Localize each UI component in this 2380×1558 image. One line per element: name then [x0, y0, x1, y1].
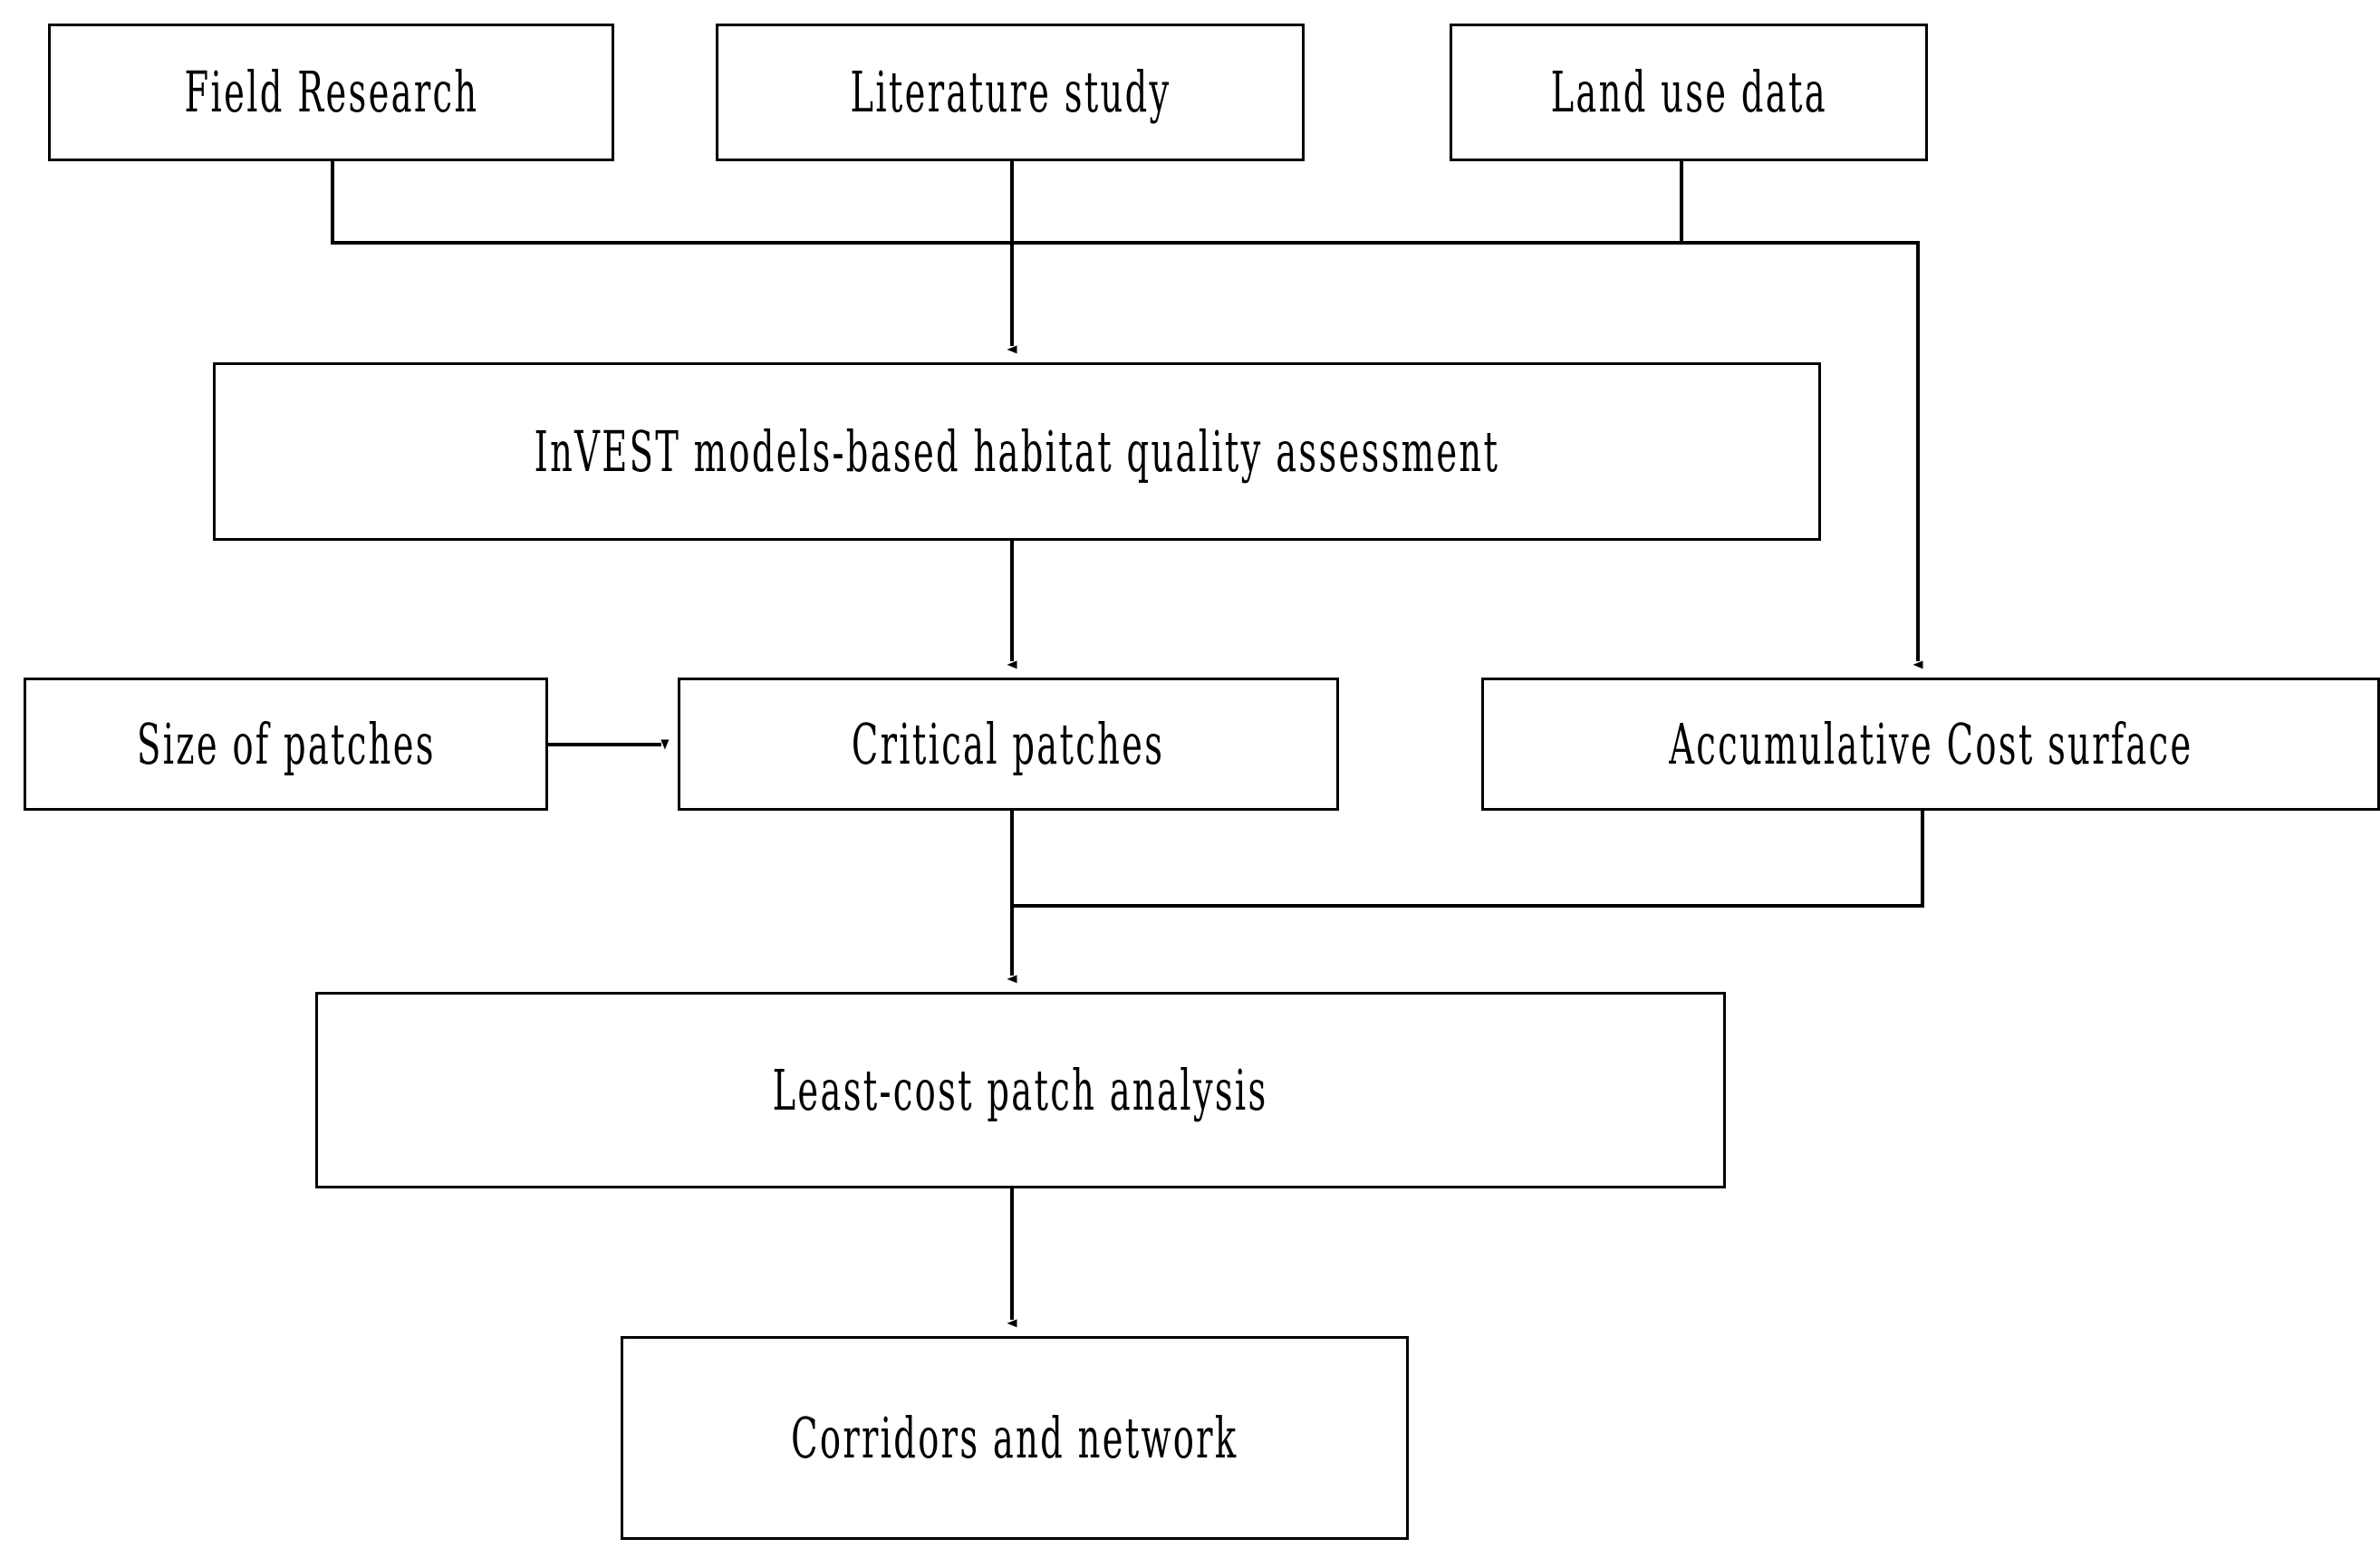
node-least-cost-label: Least-cost patch analysis [773, 1056, 1268, 1123]
node-critical-patches-label: Critical patches [852, 710, 1165, 777]
node-literature-study[interactable]: Literature study [716, 24, 1305, 161]
node-invest-assessment[interactable]: InVEST models-based habitat quality asse… [213, 362, 1821, 541]
node-field-research-label: Field Research [184, 59, 478, 126]
node-critical-patches[interactable]: Critical patches [678, 678, 1339, 811]
node-corridors-label: Corridors and network [791, 1404, 1238, 1471]
node-cost-surface-label: Accumulative Cost surface [1668, 710, 2193, 777]
node-size-of-patches[interactable]: Size of patches [24, 678, 548, 811]
node-size-of-patches-label: Size of patches [136, 710, 436, 777]
node-invest-assessment-label: InVEST models-based habitat quality asse… [534, 418, 1500, 485]
node-land-use-data[interactable]: Land use data [1450, 24, 1928, 161]
node-land-use-data-label: Land use data [1550, 59, 1827, 126]
node-literature-study-label: Literature study [849, 59, 1171, 126]
node-field-research[interactable]: Field Research [48, 24, 614, 161]
node-corridors[interactable]: Corridors and network [621, 1336, 1409, 1540]
node-least-cost[interactable]: Least-cost patch analysis [315, 992, 1726, 1188]
edge-cost-surface-to-least-cost [1012, 811, 1924, 908]
edge-field-research-to-cost-surface [331, 161, 1923, 669]
node-cost-surface[interactable]: Accumulative Cost surface [1481, 678, 2380, 811]
